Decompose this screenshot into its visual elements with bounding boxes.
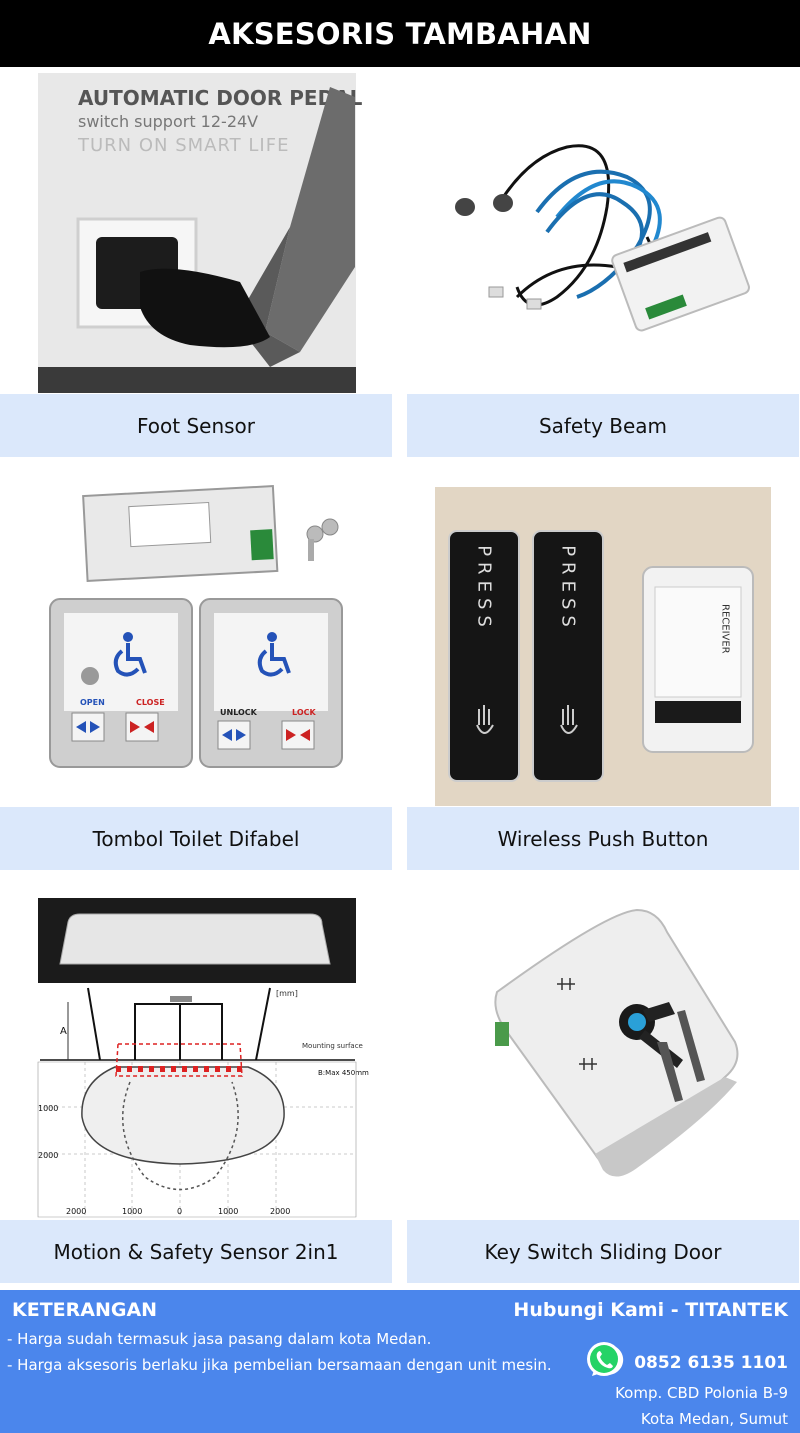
svg-text:RECEIVER: RECEIVER [720,604,731,654]
product-label-tombol-toilet-difabel: Tombol Toilet Difabel [0,807,392,870]
svg-text:2000: 2000 [38,1151,58,1160]
svg-text:1000: 1000 [122,1207,142,1216]
product-label-safety-beam: Safety Beam [407,394,799,457]
svg-text:Mounting surface: Mounting surface [302,1042,363,1050]
key-switch-image [407,892,799,1219]
product-label-motion-safety-sensor: Motion & Safety Sensor 2in1 [0,1220,392,1283]
pedal-title-text: AUTOMATIC DOOR PEDAL [78,86,363,110]
safety-beam-image [407,67,799,393]
whatsapp-icon[interactable] [584,1340,624,1385]
phone-contact[interactable]: 0852 6135 1101 [584,1340,788,1385]
tombol-toilet-image: OPEN CLOSE UNLOCK LOCK [0,479,392,806]
svg-text:1000: 1000 [38,1104,58,1113]
page-header: AKSESORIS TAMBAHAN [0,0,800,67]
address-line-2: Kota Medan, Sumut [640,1410,788,1428]
info-footer: KETERANGAN - Harga sudah termasuk jasa p… [0,1290,800,1433]
info-title: KETERANGAN [12,1299,158,1321]
svg-text:2000: 2000 [270,1207,290,1216]
svg-text:PRESS: PRESS [558,545,579,633]
svg-text:B:Max 450mm: B:Max 450mm [318,1069,369,1077]
svg-text:1000: 1000 [218,1207,238,1216]
note-install: - Harga sudah termasuk jasa pasang dalam… [7,1330,432,1348]
svg-text:LOCK: LOCK [292,708,316,717]
foot-sensor-image: AUTOMATIC DOOR PEDAL switch support 12-2… [0,67,392,393]
product-card-motion-safety-sensor[interactable]: [mm] A Mounting surface B:Max 450mm 10 [0,892,392,1283]
svg-text:PRESS: PRESS [474,545,495,633]
product-card-foot-sensor[interactable]: AUTOMATIC DOOR PEDAL switch support 12-2… [0,67,392,457]
product-label-key-switch: Key Switch Sliding Door [407,1220,799,1283]
address-line-1: Komp. CBD Polonia B-9 [615,1384,788,1402]
svg-text:UNLOCK: UNLOCK [220,708,258,717]
product-label-foot-sensor: Foot Sensor [0,394,392,457]
motion-sensor-image: [mm] A Mounting surface B:Max 450mm 10 [0,892,392,1219]
product-label-wireless-push-button: Wireless Push Button [407,807,799,870]
contact-title: Hubungi Kami - TITANTEK [513,1299,788,1321]
product-card-tombol-toilet-difabel[interactable]: OPEN CLOSE UNLOCK LOCK Tombol Toilet Dif… [0,479,392,870]
product-card-safety-beam[interactable]: Safety Beam [407,67,799,457]
pedal-slogan-text: TURN ON SMART LIFE [77,135,289,156]
pedal-subtitle-text: switch support 12-24V [78,112,258,131]
product-card-wireless-push-button[interactable]: PRESS PRESS RECEIVER Wireless Push Butto… [407,479,799,870]
svg-text:OPEN: OPEN [80,698,105,707]
svg-text:[mm]: [mm] [276,989,298,998]
product-card-key-switch[interactable]: Key Switch Sliding Door [407,892,799,1283]
phone-number[interactable]: 0852 6135 1101 [634,1352,788,1373]
svg-text:2000: 2000 [66,1207,86,1216]
svg-text:CLOSE: CLOSE [136,698,165,707]
svg-text:0: 0 [177,1207,182,1216]
note-accessory-price: - Harga aksesoris berlaku jika pembelian… [7,1356,552,1374]
page-title: AKSESORIS TAMBAHAN [208,16,592,51]
svg-text:A: A [60,1026,67,1037]
wireless-push-button-image: PRESS PRESS RECEIVER [407,479,799,806]
